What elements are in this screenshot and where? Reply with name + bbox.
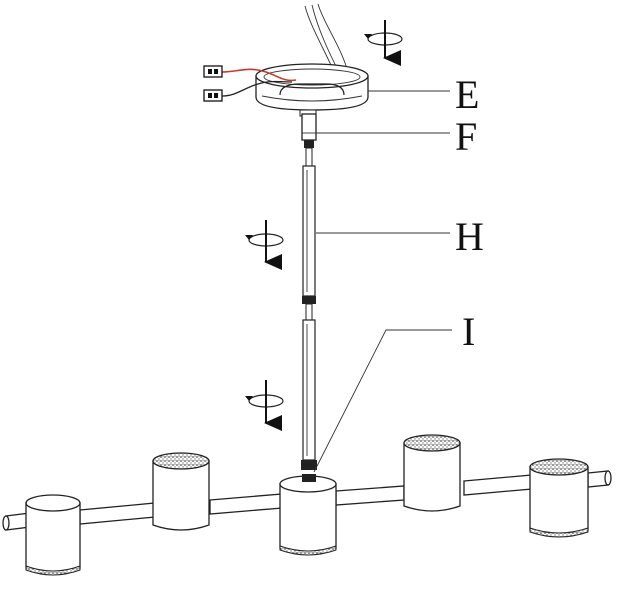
fixture-arm: [2, 470, 612, 531]
rod-lower: [301, 319, 317, 470]
canopy: [203, 63, 369, 117]
label-coupler: F: [455, 114, 477, 159]
black-wire: [221, 80, 293, 97]
wire-connector-icon: [203, 65, 223, 78]
wire-connector-icon: [203, 89, 223, 102]
rotate-clockwise-down-arrow-icon: [245, 220, 284, 270]
leader-lines: [313, 90, 452, 473]
lamp-holder-4: [529, 458, 589, 538]
label-canopy: E: [455, 72, 479, 117]
lamp-holder-3: [403, 434, 461, 512]
center-hub: [279, 474, 337, 556]
lamp-holder-1: [25, 494, 81, 576]
lamp-holder-2: [152, 452, 210, 531]
red-wire: [221, 68, 297, 82]
rotate-clockwise-down-arrow-icon: [364, 20, 403, 66]
rotate-clockwise-down-arrow-icon: [245, 380, 284, 431]
label-rod: H: [455, 214, 484, 259]
label-hub-nipple: I: [462, 309, 475, 354]
coupler: [301, 113, 317, 167]
rod-upper: [302, 165, 316, 321]
